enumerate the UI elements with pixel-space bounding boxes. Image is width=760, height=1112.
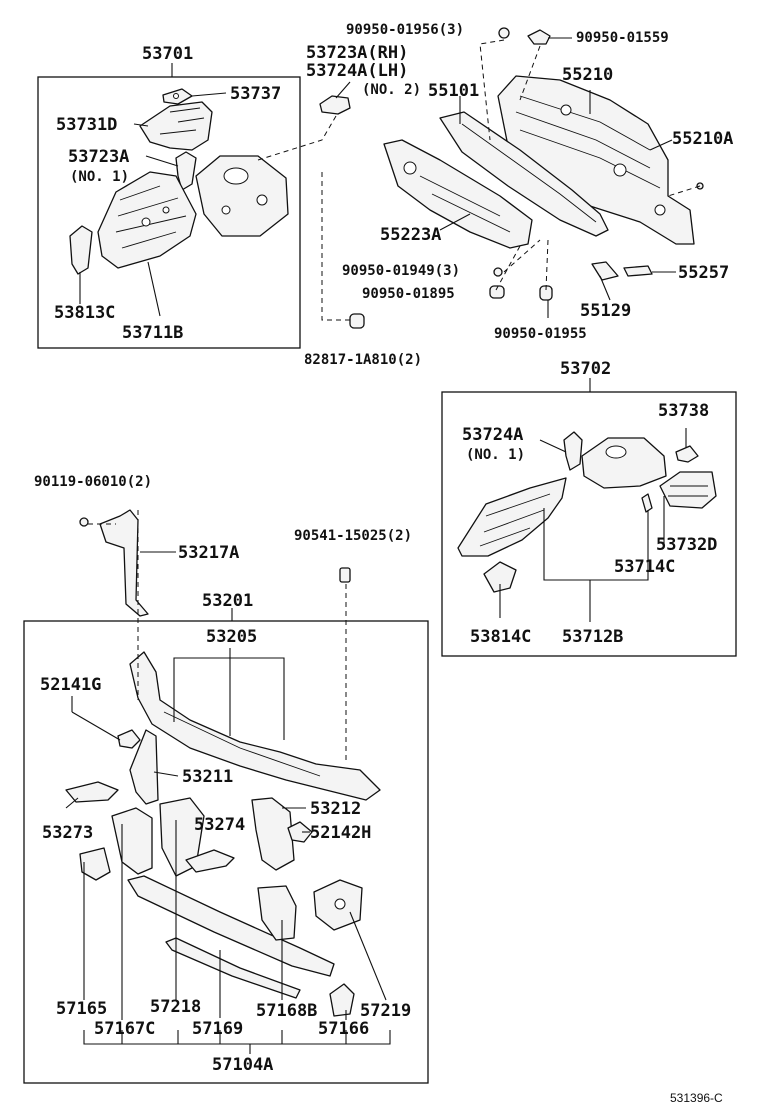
label-53205: 53205 (206, 627, 257, 647)
part-53814C (483, 561, 517, 593)
label-55223A: 55223A (380, 225, 441, 245)
part-57218 (185, 849, 235, 873)
label-55129: 55129 (580, 301, 631, 321)
label-53217A: 53217A (178, 543, 239, 563)
group-box-53701 (37, 76, 301, 349)
part-53813C (69, 225, 93, 275)
label-82817: 82817-1A810(2) (304, 352, 422, 368)
part-57168B (257, 885, 297, 941)
label-53724A-lh: 53724A(LH) (306, 61, 408, 81)
label-57104A: 57104A (212, 1055, 273, 1075)
label-55101: 55101 (428, 81, 479, 101)
part-suspension-tower-left (195, 155, 289, 237)
group-box-53702 (441, 391, 737, 657)
part-53732D (659, 471, 717, 509)
part-52141G (117, 729, 141, 749)
label-53701: 53701 (142, 44, 193, 64)
label-53212: 53212 (310, 799, 361, 819)
part-53205-radiator-support-upper (129, 651, 381, 801)
label-55210: 55210 (562, 65, 613, 85)
label-53731D: 53731D (56, 115, 117, 135)
part-53711B-apron-left (97, 171, 197, 269)
label-53723A-no1: (NO. 1) (70, 169, 129, 185)
label-90950-01956: 90950-01956(3) (346, 22, 464, 38)
label-57165: 57165 (56, 999, 107, 1019)
label-53724A-no1: (NO. 1) (466, 447, 525, 463)
label-90950-01955: 90950-01955 (494, 326, 587, 342)
label-90950-01895: 90950-01895 (362, 286, 455, 302)
part-57165 (79, 847, 111, 881)
part-57166 (329, 983, 355, 1017)
label-90541: 90541-15025(2) (294, 528, 412, 544)
part-53731D (139, 101, 213, 151)
part-53723A-no2 (319, 95, 351, 115)
label-57166: 57166 (318, 1019, 369, 1039)
label-53711B: 53711B (122, 323, 183, 343)
label-53813C: 53813C (54, 303, 115, 323)
clip-82817 (349, 313, 365, 329)
part-55223A-dash-insulator (383, 139, 533, 249)
label-57167C: 57167C (94, 1019, 155, 1039)
part-53738 (675, 445, 699, 463)
bolt-90541 (339, 567, 351, 583)
part-57219 (313, 879, 363, 931)
label-53738: 53738 (658, 401, 709, 421)
part-53273 (65, 781, 119, 803)
label-52142H: 52142H (310, 823, 371, 843)
label-53274: 53274 (194, 815, 245, 835)
part-53724A-no1 (563, 431, 583, 471)
label-53724A: 53724A (462, 425, 523, 445)
label-53714C: 53714C (614, 557, 675, 577)
label-55210A: 55210A (672, 129, 733, 149)
label-53814C: 53814C (470, 627, 531, 647)
label-55257: 55257 (678, 263, 729, 283)
part-55210-dash-panel (497, 75, 695, 245)
part-53714C (641, 493, 653, 513)
part-57169-crossmember (127, 875, 335, 999)
part-57167C (111, 807, 153, 875)
label-57218: 57218 (150, 997, 201, 1017)
part-55129 (591, 261, 619, 281)
part-55101-cowl (439, 111, 609, 237)
part-52142H (287, 821, 313, 843)
reference-code: 531396-C (670, 1091, 723, 1105)
label-90119: 90119-06010(2) (34, 474, 152, 490)
label-90950-01559: 90950-01559 (576, 30, 669, 46)
label-53723A-rh: 53723A(RH) (306, 43, 408, 63)
part-53723A-no1 (175, 151, 197, 191)
label-53201: 53201 (202, 591, 253, 611)
part-53211 (129, 729, 159, 805)
part-55257 (623, 265, 653, 277)
label-57219: 57219 (360, 1001, 411, 1021)
part-53737 (162, 88, 193, 105)
clips-upper (489, 27, 704, 301)
label-53702: 53702 (560, 359, 611, 379)
label-no2: (NO. 2) (362, 82, 421, 98)
label-90950-01949: 90950-01949(3) (342, 263, 460, 279)
group-box-53201 (23, 620, 429, 1084)
label-53732D: 53732D (656, 535, 717, 555)
label-52141G: 52141G (40, 675, 101, 695)
part-suspension-tower-right (581, 437, 667, 489)
part-53217A (79, 509, 149, 617)
part-53212 (251, 797, 295, 871)
label-53273: 53273 (42, 823, 93, 843)
label-57169: 57169 (192, 1019, 243, 1039)
part-53712B-apron-right (457, 477, 567, 557)
label-53211: 53211 (182, 767, 233, 787)
label-53737: 53737 (230, 84, 281, 104)
label-57168B: 57168B (256, 1001, 317, 1021)
label-53712B: 53712B (562, 627, 623, 647)
label-53723A: 53723A (68, 147, 129, 167)
